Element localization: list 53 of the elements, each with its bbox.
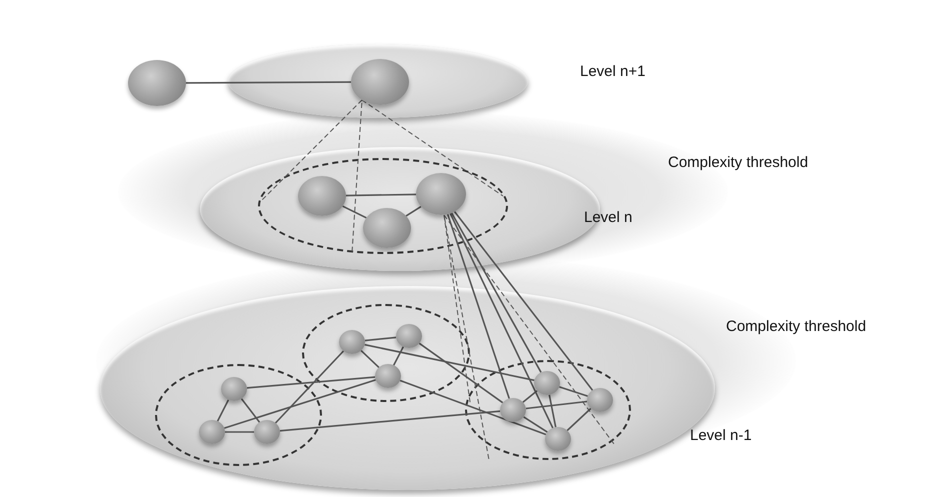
sphere-node xyxy=(500,398,526,422)
connector-line xyxy=(274,350,344,424)
sphere-node xyxy=(416,173,466,215)
connector-line xyxy=(240,398,260,423)
sphere-node xyxy=(534,371,560,395)
dashed-projection-line xyxy=(444,214,614,461)
connector-line xyxy=(346,194,416,196)
connector-line xyxy=(364,336,396,342)
sphere-node xyxy=(396,324,422,348)
connector-line xyxy=(523,416,548,433)
connector-line xyxy=(224,379,376,429)
sphere-node xyxy=(254,420,280,444)
level-label: Level n-1 xyxy=(690,427,752,444)
connector-line xyxy=(342,205,367,219)
connector-line xyxy=(526,400,588,410)
dashed-projection-line xyxy=(260,98,504,254)
connector-line xyxy=(559,386,588,397)
threshold-label: Complexity threshold xyxy=(668,154,808,171)
sphere-node xyxy=(587,388,613,412)
connector-line xyxy=(400,380,546,436)
connector-line xyxy=(451,212,542,373)
sphere-node xyxy=(545,427,571,451)
sphere-node xyxy=(128,60,186,106)
sphere-node xyxy=(363,208,411,248)
sphere-node xyxy=(221,377,247,401)
connector-line xyxy=(393,346,404,366)
connector-line xyxy=(450,213,554,428)
dashed-cluster-outline xyxy=(155,364,322,466)
level-label: Level n+1 xyxy=(580,63,646,80)
connector-line xyxy=(406,206,422,217)
connector-line xyxy=(566,408,592,432)
dashed-cluster-outline xyxy=(302,304,470,402)
connector-line xyxy=(548,394,556,428)
connector-line xyxy=(246,376,376,389)
sphere-node xyxy=(199,420,225,444)
connector-line xyxy=(454,211,594,391)
sphere-node xyxy=(298,176,346,216)
dashed-cluster-outline xyxy=(465,360,631,460)
connector-line xyxy=(216,400,230,422)
sphere-node xyxy=(339,330,365,354)
threshold-label: Complexity threshold xyxy=(726,318,866,335)
connector-line xyxy=(186,81,351,84)
connector-line xyxy=(418,342,504,404)
connector-line xyxy=(225,431,254,433)
connector-line xyxy=(446,214,510,399)
level-label: Level n xyxy=(584,209,632,226)
connector-line xyxy=(522,390,538,403)
sphere-node xyxy=(351,59,409,105)
connector-line xyxy=(280,410,500,432)
connector-line xyxy=(364,344,534,382)
sphere-node xyxy=(375,364,401,388)
dashed-cluster-outline xyxy=(258,158,508,254)
connector-line xyxy=(360,350,380,368)
